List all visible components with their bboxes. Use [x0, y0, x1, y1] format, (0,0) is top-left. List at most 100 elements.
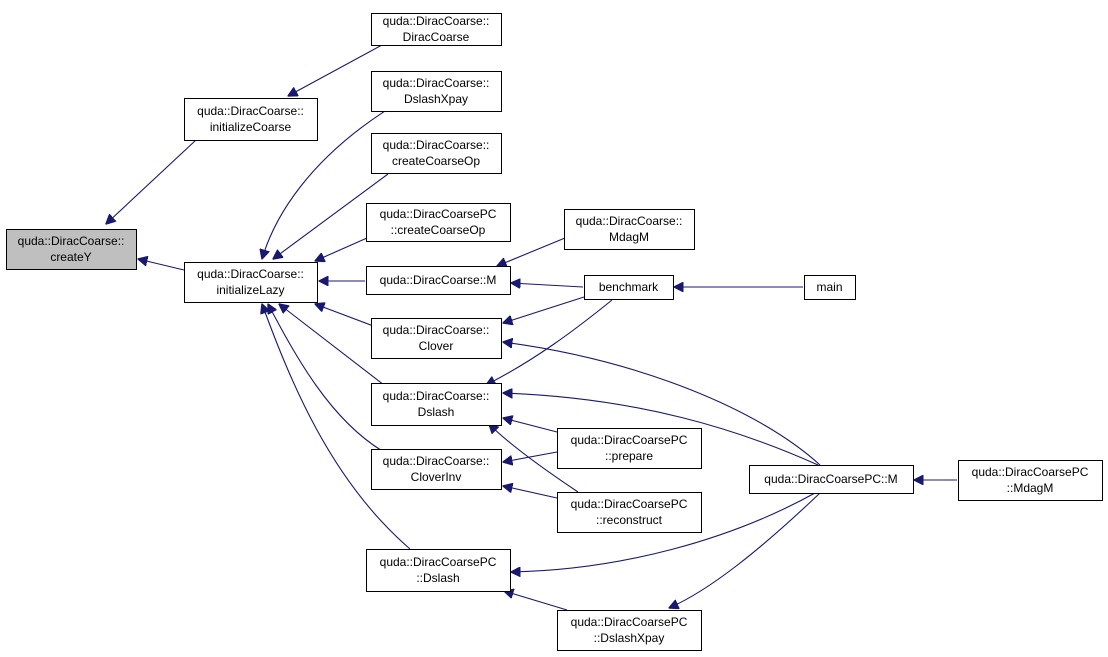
node-dcpc_prepare[interactable]: quda::DiracCoarsePC::prepare [557, 428, 702, 469]
node-dc_MdagM[interactable]: quda::DiracCoarse::MdagM [564, 209, 695, 250]
node-label: MdagM [609, 230, 649, 244]
node-initializeLazy[interactable]: quda::DiracCoarse::initializeLazy [184, 262, 318, 303]
edge-dc_MdagM-to-dc_M [497, 237, 566, 266]
node-dc_M[interactable]: quda::DiracCoarse::M [366, 266, 511, 295]
node-label: quda::DiracCoarse:: [383, 138, 490, 152]
edge-line [503, 451, 558, 462]
edge-initializeCoarse-to-createY [106, 139, 197, 224]
node-box[interactable] [557, 428, 702, 469]
edge-dcpc_prepare-to-dc_Dslash [503, 418, 558, 433]
node-box[interactable] [366, 203, 511, 242]
node-dcpc_createCoarseOp[interactable]: quda::DiracCoarsePC::createCoarseOp [366, 203, 511, 242]
edge-dcpc_M-to-dc_Clover [503, 342, 821, 466]
node-initializeCoarse[interactable]: quda::DiracCoarse::initializeCoarse [184, 98, 318, 141]
node-box[interactable] [371, 318, 502, 359]
node-label: initializeLazy [216, 283, 284, 297]
node-label: Dslash [418, 405, 455, 419]
node-label: ::prepare [605, 449, 653, 463]
node-dc_createCoarseOp[interactable]: quda::DiracCoarse::createCoarseOp [371, 133, 502, 174]
edge-benchmark-to-dc_M [511, 283, 584, 287]
node-box[interactable] [584, 275, 674, 300]
edge-line [503, 486, 558, 499]
node-dcpc_DslashXpay[interactable]: quda::DiracCoarsePC::DslashXpay [557, 610, 702, 651]
node-label: quda::DiracCoarse:: [383, 76, 490, 90]
node-label: ::DslashXpay [594, 631, 665, 645]
edge-line [279, 304, 385, 386]
node-dcpc_M[interactable]: quda::DiracCoarsePC::M [749, 465, 914, 494]
node-dc_Clover[interactable]: quda::DiracCoarse::Clover [371, 318, 502, 359]
edge-line [262, 110, 386, 259]
node-createY: quda::DiracCoarse::createY [6, 229, 137, 270]
edge-line [288, 44, 383, 96]
node-label: Clover [419, 339, 454, 353]
edge-line [106, 139, 197, 224]
edge-line [273, 173, 389, 259]
node-label: quda::DiracCoarse:: [197, 104, 304, 118]
node-box[interactable] [371, 383, 502, 426]
node-box[interactable] [184, 98, 318, 141]
edge-dc_DiracCoarse-to-initializeCoarse [288, 44, 383, 96]
node-box[interactable] [366, 549, 511, 592]
node-dcpc_reconstruct[interactable]: quda::DiracCoarsePC::reconstruct [557, 492, 702, 533]
node-box[interactable] [371, 133, 502, 174]
node-label: quda::DiracCoarse:: [383, 389, 490, 403]
node-label: main [816, 280, 842, 294]
edge-layer [106, 44, 957, 611]
edge-line [497, 237, 566, 266]
node-label: ::createCoarseOp [391, 223, 486, 237]
node-label: quda::DiracCoarsePC [380, 207, 497, 221]
edge-line [503, 418, 558, 433]
edge-dcpc_createCoarseOp-to-initializeLazy [315, 237, 368, 261]
edge-line [503, 393, 819, 466]
node-box[interactable] [749, 465, 914, 494]
node-dcpc_MdagM[interactable]: quda::DiracCoarsePC::MdagM [958, 460, 1103, 501]
node-label: quda::DiracCoarsePC [380, 555, 497, 569]
node-main[interactable]: main [804, 275, 856, 300]
node-box[interactable] [371, 13, 502, 46]
node-label: CloverInv [411, 470, 462, 484]
edge-line [503, 342, 821, 466]
node-label: quda::DiracCoarse:: [383, 323, 490, 337]
node-dc_Dslash[interactable]: quda::DiracCoarse::Dslash [371, 383, 502, 426]
node-box[interactable] [184, 262, 318, 303]
edge-dc_createCoarseOp-to-initializeLazy [273, 173, 389, 259]
node-label: benchmark [599, 280, 659, 294]
edge-line [669, 492, 821, 608]
edge-benchmark-to-dc_Dslash [486, 299, 613, 385]
node-label: quda::DiracCoarsePC [571, 433, 688, 447]
edge-line [262, 304, 411, 550]
node-box[interactable] [557, 610, 702, 651]
node-label: quda::DiracCoarse:: [197, 267, 304, 281]
node-dcpc_Dslash[interactable]: quda::DiracCoarsePC::Dslash [366, 549, 511, 592]
node-label: quda::DiracCoarsePC [571, 615, 688, 629]
node-dc_DslashXpay[interactable]: quda::DiracCoarse::DslashXpay [371, 71, 502, 112]
node-label: quda::DiracCoarse:: [576, 214, 683, 228]
node-dc_DiracCoarse[interactable]: quda::DiracCoarse::DiracCoarse [371, 13, 502, 46]
node-benchmark[interactable]: benchmark [584, 275, 674, 300]
edge-line [138, 259, 185, 271]
node-box[interactable] [564, 209, 695, 250]
edge-dcpc_DslashXpay-to-dcpc_Dslash [504, 591, 568, 611]
node-label: ::Dslash [416, 571, 459, 585]
node-box[interactable] [557, 492, 702, 533]
node-label: DslashXpay [404, 92, 468, 106]
node-box[interactable] [371, 71, 502, 112]
node-box[interactable] [366, 266, 511, 295]
node-label: initializeCoarse [210, 120, 292, 134]
edge-initializeLazy-to-createY [138, 259, 185, 271]
edge-benchmark-to-dc_Clover [503, 296, 585, 323]
edge-dcpc_prepare-to-dc_CloverInv [503, 451, 558, 462]
node-box[interactable] [804, 275, 856, 300]
edge-line [504, 591, 568, 611]
edge-dcpc_M-to-dcpc_Dslash [511, 492, 816, 572]
node-dc_CloverInv[interactable]: quda::DiracCoarse::CloverInv [371, 449, 502, 490]
node-label: quda::DiracCoarse:: [383, 454, 490, 468]
node-label: ::reconstruct [596, 513, 663, 527]
node-box[interactable] [371, 449, 502, 490]
edge-line [268, 304, 385, 453]
edge-line [486, 299, 613, 385]
node-label: DiracCoarse [403, 30, 470, 44]
node-label: createCoarseOp [392, 154, 480, 168]
node-label: ::MdagM [1007, 481, 1054, 495]
node-box[interactable] [958, 460, 1103, 501]
